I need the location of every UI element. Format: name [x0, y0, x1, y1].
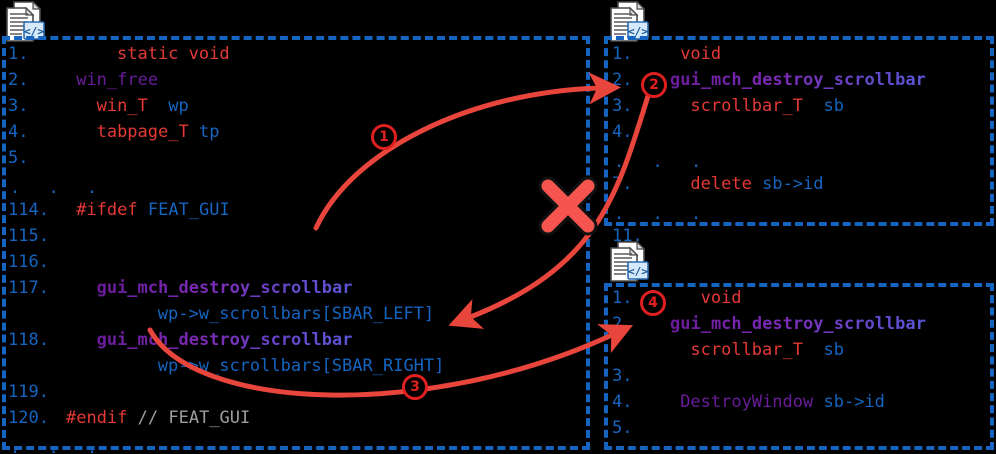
line-number: 5.	[8, 148, 29, 168]
code-token: #ifdef	[76, 200, 138, 220]
svg-text:</>: </>	[628, 25, 648, 38]
line-number: 119.	[8, 382, 49, 402]
svg-text:</>: </>	[24, 25, 44, 38]
code-line: win_free	[76, 72, 158, 89]
code-line: tabpage_T tp	[97, 124, 220, 141]
line-number: 5.	[612, 418, 633, 438]
code-token: wp	[168, 96, 189, 116]
line-number: 114.	[8, 200, 49, 220]
line-number: 3.	[612, 366, 633, 386]
code-line: #endif // FEAT_GUI	[66, 410, 250, 427]
code-line: static void	[117, 46, 230, 63]
line-number: 1.	[8, 44, 29, 64]
code-token: tp	[198, 122, 220, 142]
line-number: 117.	[8, 278, 49, 298]
code-token: scrollbar_T	[690, 340, 803, 360]
step-badge-1[interactable]: 1	[371, 124, 397, 150]
code-token: gui_mch_destroy_scrollbar	[96, 278, 353, 298]
step-badge-2[interactable]: 2	[641, 72, 667, 98]
code-ellipsis: . . .	[10, 438, 107, 454]
code-line: win_T wp	[97, 98, 189, 115]
code-token: scrollbar_T	[690, 96, 803, 116]
line-number: 4.	[8, 122, 29, 142]
code-line: gui_mch_destroy_scrollbar	[97, 280, 353, 297]
code-token: win_free	[76, 70, 159, 90]
code-token: sb->id	[762, 174, 824, 194]
code-line: DestroyWindow sb->id	[680, 394, 885, 411]
code-line: void	[701, 290, 742, 307]
code-line: gui_mch_destroy_scrollbar	[670, 72, 926, 89]
line-number: 1.	[612, 44, 633, 64]
step-badge-3[interactable]: 3	[402, 374, 428, 400]
line-number: 116.	[8, 252, 49, 272]
line-number: 4.	[612, 392, 633, 412]
code-line: delete sb->id	[690, 176, 823, 193]
code-line: scrollbar_T sb	[690, 342, 844, 359]
line-number: 118.	[8, 330, 49, 350]
document-code-icon: </>	[610, 0, 649, 42]
code-token: void	[700, 288, 742, 308]
code-token: sb	[823, 340, 844, 360]
line-number: 120.	[8, 408, 49, 428]
code-token: wp->w_scrollbars	[157, 304, 322, 324]
code-token: gui_mch_destroy_scrollbar	[670, 70, 926, 90]
code-token: win_T	[96, 96, 148, 116]
code-token: delete	[690, 174, 752, 194]
code-token: static void	[117, 44, 230, 64]
code-line: gui_mch_destroy_scrollbar	[670, 316, 926, 333]
line-number: 115.	[8, 226, 49, 246]
code-line: #ifdef FEAT_GUI	[76, 202, 230, 219]
code-line: void	[680, 46, 721, 63]
code-line: scrollbar_T sb	[690, 98, 844, 115]
code-line: wp->w_scrollbars[SBAR_LEFT]	[158, 306, 434, 323]
code-token: DestroyWindow	[680, 392, 814, 412]
code-token: void	[680, 44, 722, 64]
line-number: 2.	[8, 70, 29, 90]
code-token: sb	[823, 96, 844, 116]
code-token: [SBAR_LEFT]	[321, 304, 435, 324]
code-token: gui_mch_destroy_scrollbar	[670, 314, 926, 334]
code-token: // FEAT_GUI	[137, 408, 251, 428]
code-token: FEAT_GUI	[147, 200, 230, 220]
step-badge-4[interactable]: 4	[640, 290, 666, 316]
document-code-icon: </>	[6, 0, 45, 42]
code-token: sb->id	[823, 392, 885, 412]
code-token: #endif	[66, 408, 128, 428]
code-ellipsis: . . .	[10, 178, 107, 198]
code-token: tabpage_T	[96, 122, 189, 142]
line-number: 3.	[8, 96, 29, 116]
